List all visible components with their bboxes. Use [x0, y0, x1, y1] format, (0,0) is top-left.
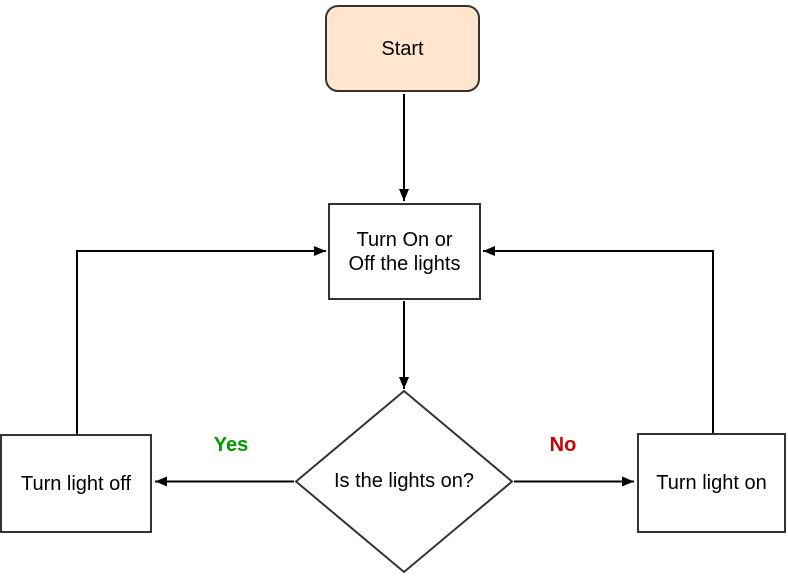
turn-light-off-label: Turn light off — [20, 472, 132, 495]
process-node-toggle-lights: Turn On or Off the lights — [328, 203, 481, 300]
action-node-turn-light-off: Turn light off — [0, 434, 152, 533]
edge-label-no: No — [549, 434, 577, 456]
arrow-feedback-left — [76, 246, 326, 434]
decision-diamond-shape — [294, 389, 514, 574]
edge-label-yes: Yes — [213, 434, 249, 456]
action-node-turn-light-on: Turn light on — [637, 433, 786, 533]
start-node-label: Start — [381, 37, 424, 60]
process-node-label-line2: Off the lights — [348, 252, 461, 275]
turn-light-on-label: Turn light on — [656, 472, 767, 494]
arrow-feedback-right — [483, 246, 714, 433]
decision-node-label: Is the lights on? — [333, 470, 475, 492]
process-node-label-line1: Turn On or — [356, 228, 453, 251]
start-node: Start — [325, 5, 480, 92]
